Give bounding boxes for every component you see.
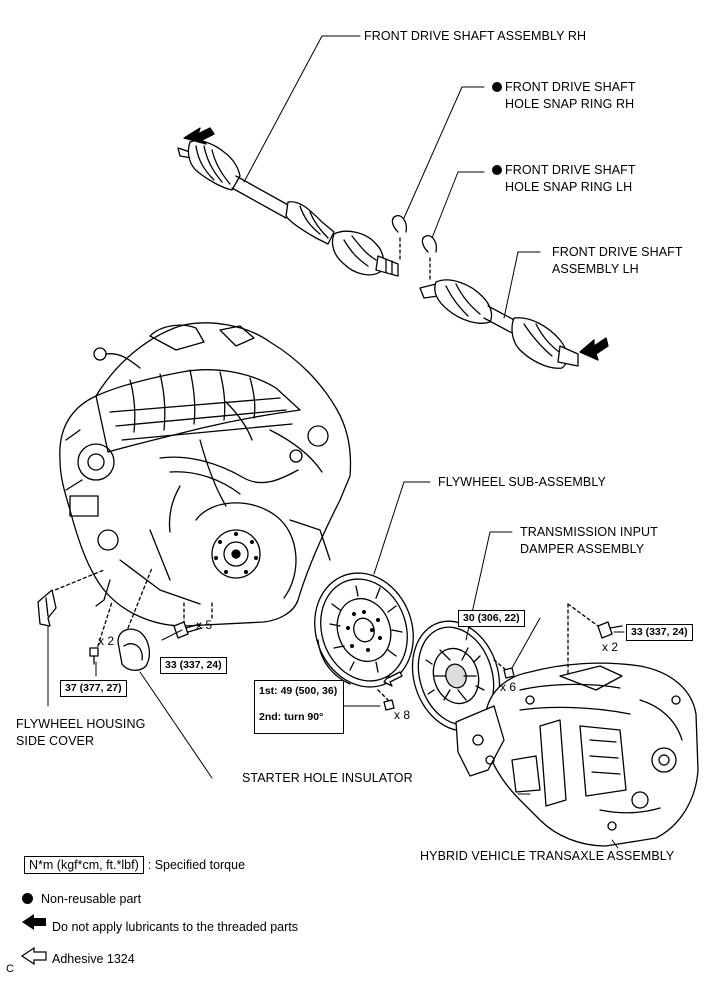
qty-insulator-bolts: x 2 — [98, 634, 115, 648]
qty-flywheel-bolts: x 8 — [394, 708, 411, 722]
label-snap-ring-rh: FRONT DRIVE SHAFT HOLE SNAP RING RH — [492, 79, 636, 113]
label-transaxle: HYBRID VEHICLE TRANSAXLE ASSEMBLY — [420, 849, 675, 863]
engine-assembly — [59, 322, 352, 627]
torque-damper-bolts: 30 (306, 22) — [458, 610, 525, 627]
front-drive-shaft-rh — [177, 140, 399, 277]
torque-flywheel-bolts: 1st: 49 (500, 36) 2nd: turn 90° — [254, 680, 344, 734]
label-damper: TRANSMISSION INPUT DAMPER ASSEMBLY — [520, 525, 658, 556]
torque-insulator-bolts: 37 (377, 27) — [60, 680, 127, 697]
non-reusable-dot-icon — [22, 893, 33, 904]
torque-engine-bolts: 33 (337, 24) — [160, 657, 227, 674]
snap-ring-lh — [421, 235, 438, 253]
legend-adhesive: Adhesive 1324 — [52, 952, 135, 966]
legend-torque: N*m (kgf*cm, ft.*lbf): Specified torque — [24, 856, 245, 874]
legend-non-reusable: Non-reusable part — [22, 892, 141, 906]
legend-no-lubricant: Do not apply lubricants to the threaded … — [52, 920, 298, 934]
label-front-drive-shaft-lh: FRONT DRIVE SHAFT ASSEMBLY LH — [552, 245, 683, 276]
hybrid-transaxle — [455, 662, 699, 847]
outline-arrow-icon — [20, 946, 47, 966]
solid-arrow-icon — [22, 914, 46, 930]
label-flywheel-housing-cover: FLYWHEEL HOUSING SIDE COVER — [16, 717, 146, 748]
torque-unit-box: N*m (kgf*cm, ft.*lbf) — [24, 856, 144, 874]
flywheel — [314, 572, 414, 688]
qty-engine-bolts: x 5 — [196, 618, 213, 632]
figure-code: C — [6, 963, 14, 975]
label-snap-ring-lh: FRONT DRIVE SHAFT HOLE SNAP RING LH — [492, 162, 636, 196]
label-flywheel: FLYWHEEL SUB-ASSEMBLY — [438, 475, 606, 489]
non-reusable-dot-icon — [492, 82, 502, 92]
starter-hole-insulator — [117, 628, 151, 671]
snap-ring-rh — [391, 215, 408, 233]
label-starter-insulator: STARTER HOLE INSULATOR — [242, 771, 413, 785]
front-drive-shaft-lh — [419, 279, 579, 369]
qty-transaxle-bolts: x 2 — [602, 640, 619, 654]
torque-transaxle-bolts: 33 (337, 24) — [626, 624, 693, 641]
non-reusable-dot-icon — [492, 165, 502, 175]
label-front-drive-shaft-rh: FRONT DRIVE SHAFT ASSEMBLY RH — [364, 29, 587, 43]
qty-damper-bolts: x 6 — [500, 680, 517, 694]
